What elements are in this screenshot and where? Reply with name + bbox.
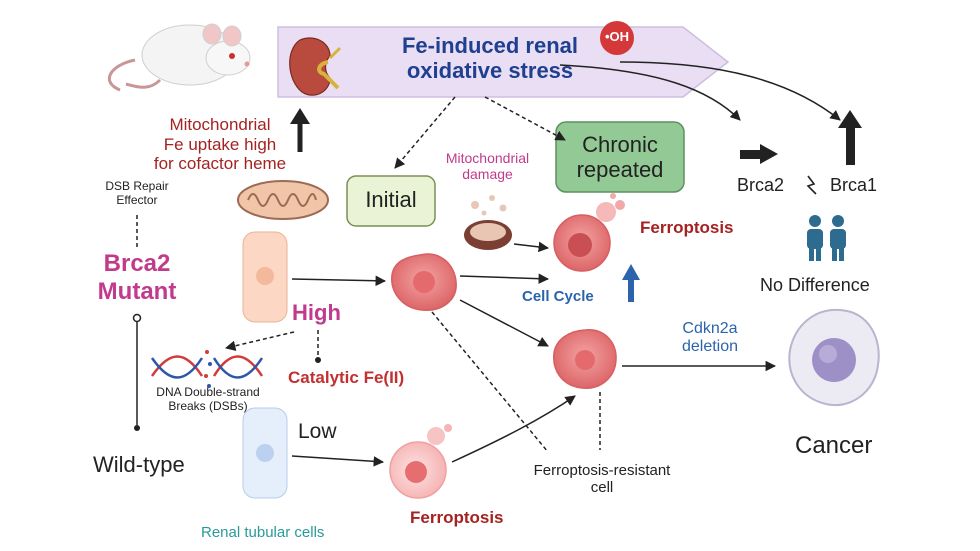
resistant-cell-label: Ferroptosis-resistant cell — [533, 462, 671, 497]
rat-icon — [107, 23, 251, 92]
dna-dsb-label: DNA Double-strand Breaks (DSBs) — [156, 385, 260, 413]
people-icon — [807, 215, 846, 261]
kidney-icon — [289, 37, 342, 96]
high-label: High — [292, 300, 341, 325]
banner-title-line1: Fe-induced renal — [401, 33, 579, 58]
initial-box — [346, 175, 436, 227]
damaged-mitochondrion-icon — [464, 195, 512, 250]
mito-damage-label: Mitochondrial damage — [445, 150, 530, 183]
mito-uptake-label: Mitochondrial Fe uptake high for cofacto… — [153, 115, 287, 174]
ferroptosis-bottom-label: Ferroptosis — [410, 508, 504, 527]
ferroptosis-top-label: Ferroptosis — [640, 218, 734, 237]
hydroxyl-radical-icon — [600, 21, 634, 55]
genotype-line — [132, 313, 142, 431]
catalytic-fe-label: Catalytic Fe(II) — [288, 368, 405, 387]
no-difference-label: No Difference — [760, 275, 870, 295]
cancer-label: Cancer — [795, 432, 873, 459]
low-label: Low — [298, 420, 337, 443]
dsb-effector-label: DSB Repair Effector — [105, 179, 169, 207]
brca1-label: Brca1 — [830, 175, 878, 195]
central-cell-icon — [391, 253, 457, 311]
brca1-up-arrow-icon — [838, 110, 862, 165]
brca2-right-arrow-icon — [740, 144, 778, 164]
hydroxyl-radical-label: •OH — [604, 29, 630, 44]
brca2-mutant-label: Brca2 Mutant — [97, 250, 177, 305]
banner-title: Fe-induced renal oxidative stress — [350, 33, 630, 84]
renal-tubular-label: Renal tubular cells — [201, 524, 325, 541]
cell-cycle-label: Cell Cycle — [522, 288, 594, 305]
up-arrow-icon — [290, 108, 310, 152]
cancer-cell-icon — [788, 308, 880, 407]
wild-type-label: Wild-type — [93, 452, 185, 477]
ferroptosis-cell-bottom-icon — [389, 424, 452, 499]
ferroptosis-resistant-cell-icon — [553, 329, 617, 389]
mitochondrion-icon — [237, 180, 329, 220]
ferroptosis-cell-top-icon — [553, 193, 625, 272]
banner-title-line2: oxidative stress — [406, 58, 574, 84]
cell-cycle-up-arrow-icon — [622, 264, 640, 302]
cdkn2a-label: Cdkn2a deletion — [681, 320, 739, 356]
dna-icon — [150, 350, 264, 388]
initial-label: Initial — [365, 187, 417, 212]
brca2-label: Brca2 — [737, 175, 785, 195]
chronic-label: Chronic repeated — [576, 132, 664, 183]
chronic-box — [555, 121, 685, 193]
